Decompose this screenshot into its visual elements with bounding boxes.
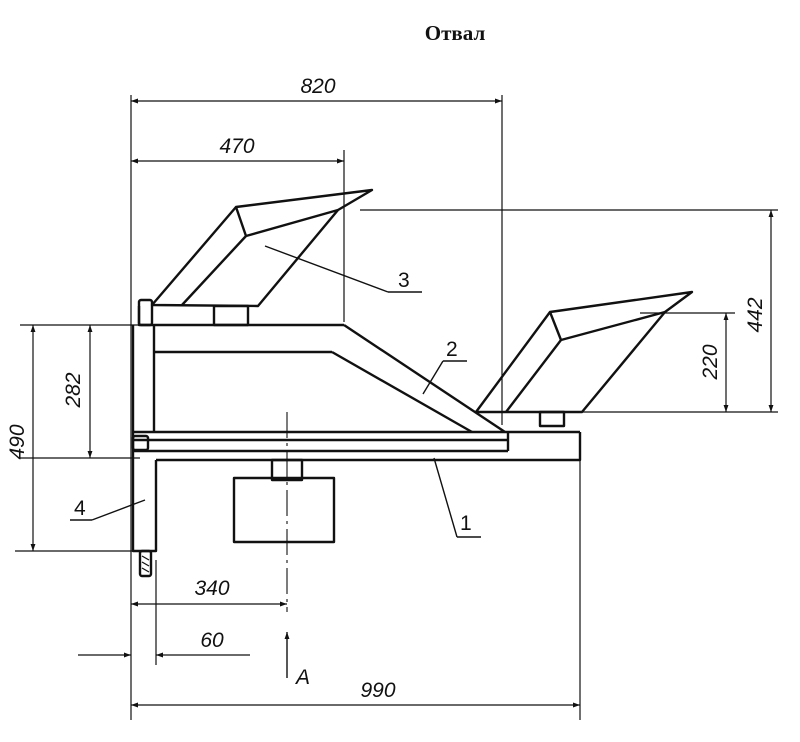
left-blade — [150, 188, 374, 327]
callout-2: 2 — [446, 338, 458, 361]
dim-220: 220 — [699, 344, 722, 380]
frame-beam — [137, 298, 506, 434]
callout-1: 1 — [460, 512, 472, 535]
dim-60: 60 — [200, 629, 224, 652]
dim-990: 990 — [360, 679, 395, 702]
right-blade — [474, 290, 694, 428]
callout-4: 4 — [74, 497, 86, 520]
dim-282: 282 — [62, 372, 85, 408]
callout-3: 3 — [398, 269, 410, 292]
dim-340: 340 — [194, 577, 229, 600]
callout-leaders — [70, 245, 481, 538]
mount-box — [232, 458, 336, 544]
dimension-lines — [30, 98, 774, 708]
dim-490: 490 — [6, 424, 29, 459]
base-plate — [131, 430, 582, 462]
dim-470: 470 — [219, 135, 254, 158]
dim-442: 442 — [744, 297, 767, 332]
drawing-title: Отвал — [425, 21, 486, 45]
view-label-a: A — [294, 666, 310, 689]
dim-820: 820 — [300, 75, 335, 98]
vertical-post — [131, 325, 158, 578]
extension-lines — [15, 95, 778, 720]
